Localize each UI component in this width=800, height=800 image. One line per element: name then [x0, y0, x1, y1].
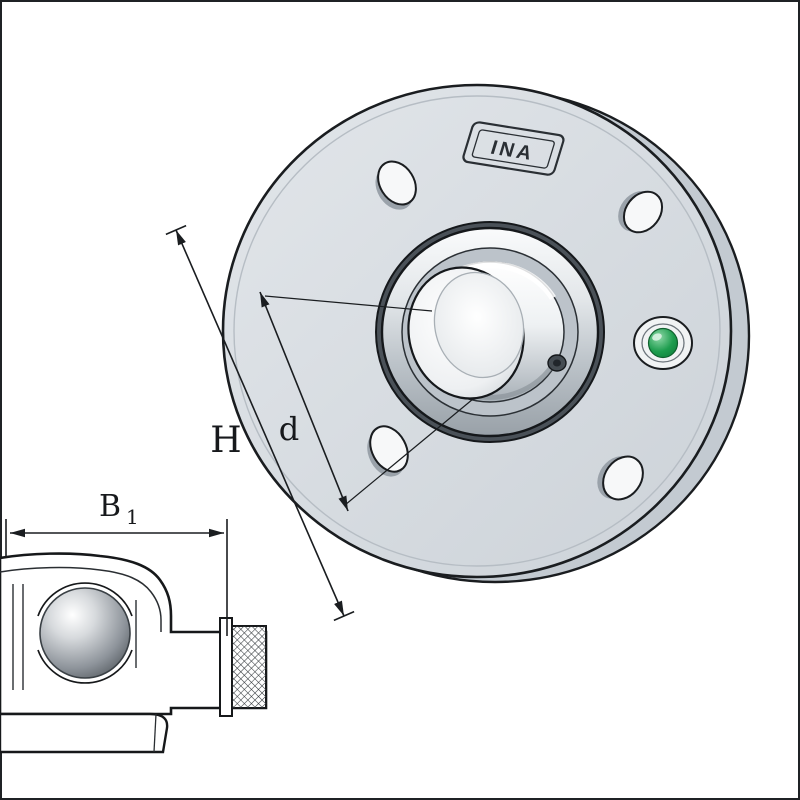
section-base: [0, 712, 169, 754]
bore-back-edge: [433, 271, 525, 379]
ina-logo: INA: [462, 121, 565, 176]
section-base-inner-line: [153, 713, 157, 753]
dimension-b1-subscript: 1: [126, 505, 139, 529]
housing-cross-section: [0, 552, 268, 754]
section-inner-race-arc: [37, 649, 133, 684]
grease-plug-icon: [647, 327, 679, 359]
dimension-h-tick-bottom: [333, 610, 355, 622]
dimension-h-label: H: [210, 420, 241, 461]
dimension-h-tick-top: [165, 224, 187, 236]
dimension-d-line: [259, 291, 349, 512]
ina-logo-inner-border: [471, 129, 555, 169]
grease-fitting: [633, 316, 693, 370]
dimension-b1: [5, 519, 228, 636]
bolt-hole-bottom-right: [597, 455, 644, 501]
bearing-insert: [375, 221, 605, 443]
ina-logo-outer-border: [462, 121, 565, 176]
section-housing-inner-wall: [0, 566, 162, 632]
section-threaded-stud: [231, 625, 267, 709]
section-outer-race-arc: [37, 582, 133, 617]
bearing-ball: [39, 587, 131, 679]
bolt-hole-right: [618, 190, 664, 234]
dimension-b1-label: B: [99, 489, 121, 524]
dimension-d-leader-top: [264, 295, 433, 312]
dimension-d-leader-bottom: [344, 398, 474, 506]
bolt-hole-top: [375, 160, 417, 210]
section-washer: [219, 617, 233, 717]
dimension-d-label: d: [279, 410, 299, 448]
grease-boss-chamfer: [641, 323, 685, 363]
dimension-d: [259, 291, 474, 512]
grease-plug-highlight: [652, 333, 662, 341]
set-screw: [547, 354, 567, 372]
